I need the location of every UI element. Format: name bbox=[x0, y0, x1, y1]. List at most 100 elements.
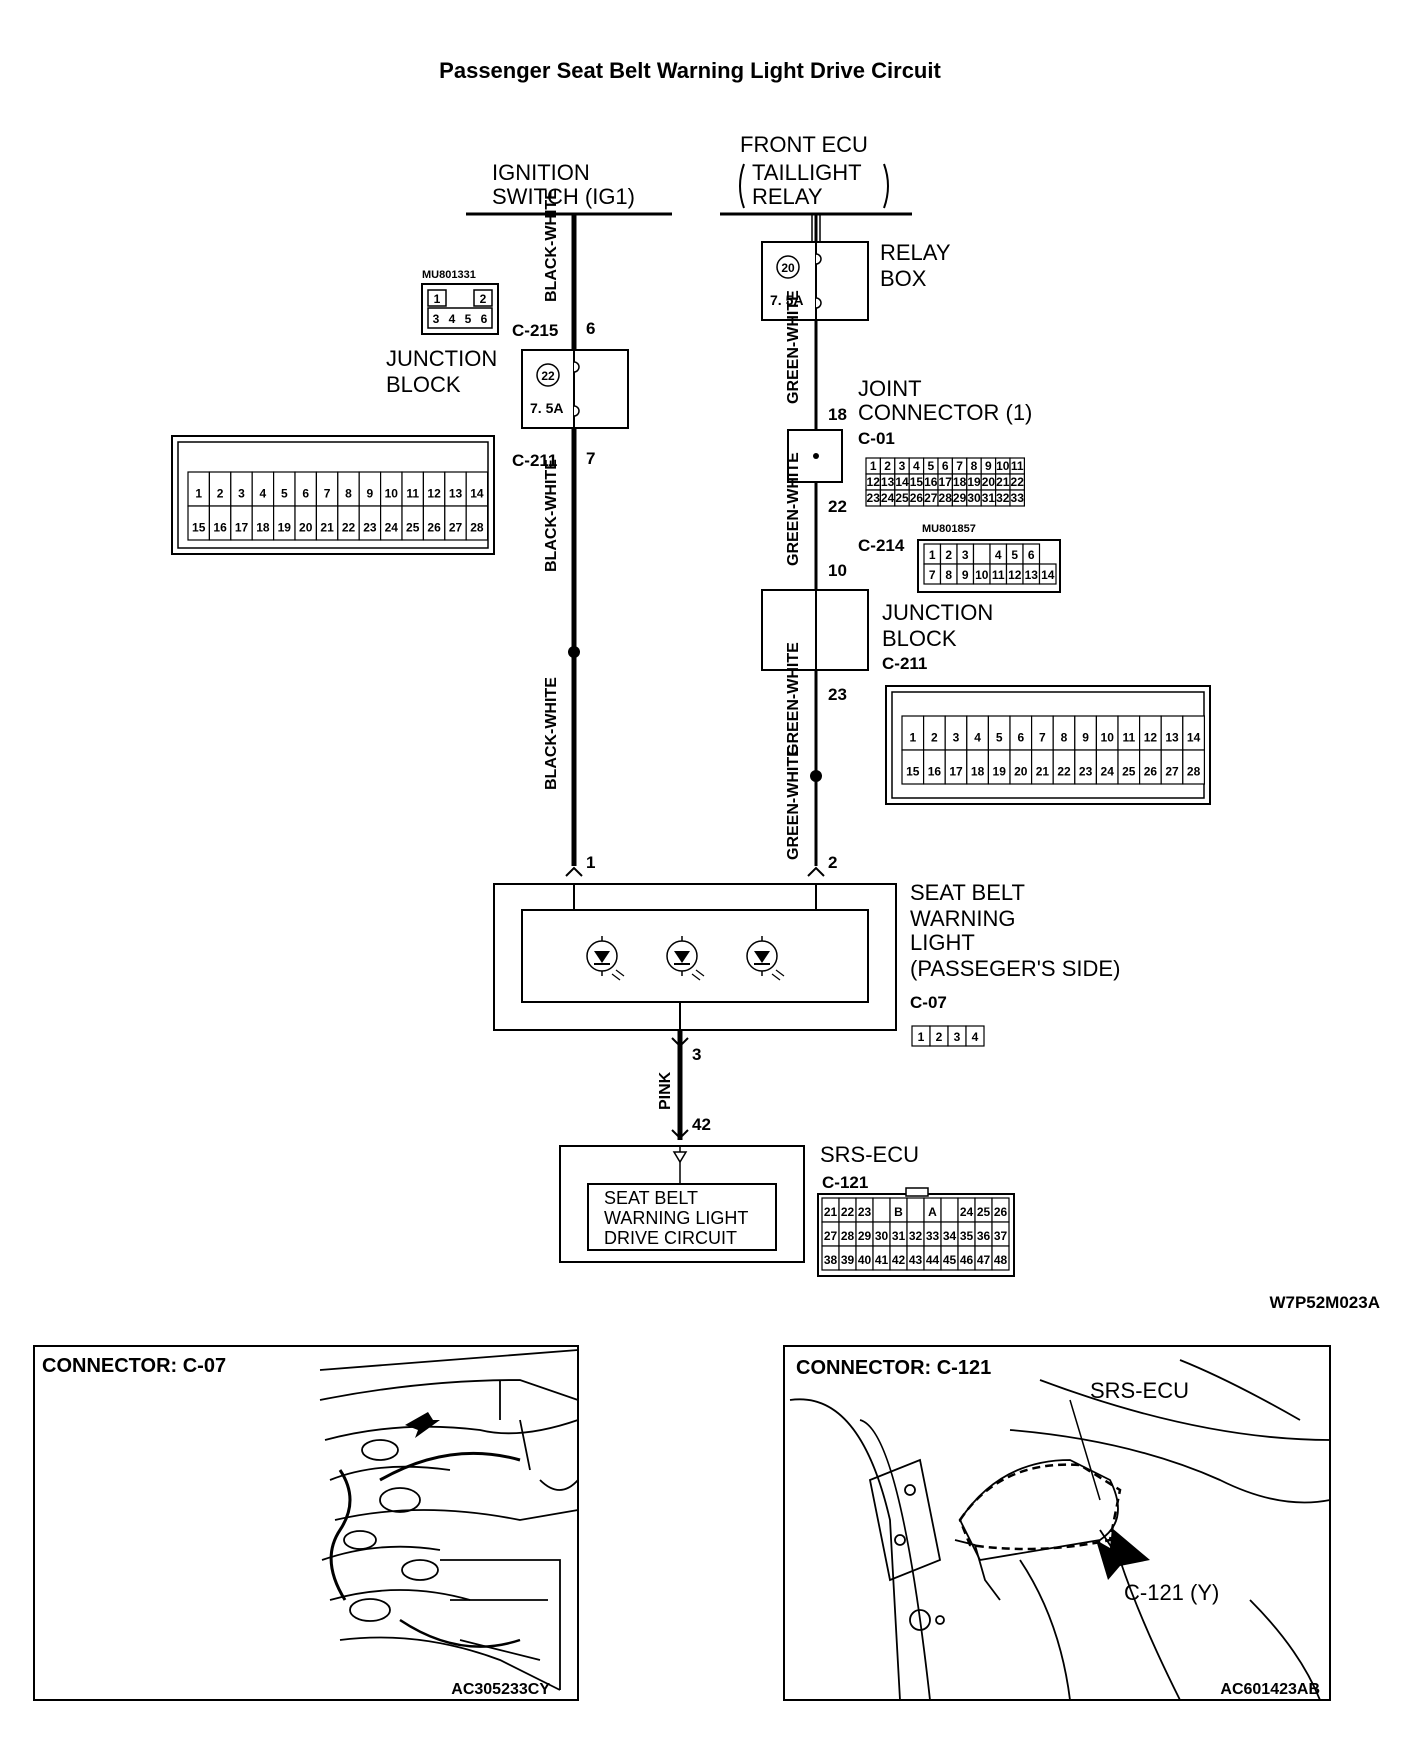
pin-label: 11 bbox=[1011, 459, 1024, 473]
pin-label: 3 bbox=[899, 459, 906, 473]
figure-code: W7P52M023A bbox=[1269, 1293, 1380, 1312]
pin-label: 25 bbox=[977, 1205, 991, 1219]
connector-c215-face: MU801331 1 2 3 4 5 6 bbox=[421, 269, 499, 335]
pin-label: 26 bbox=[910, 491, 924, 505]
svg-text:7. 5A: 7. 5A bbox=[530, 400, 563, 416]
pin-label: 32 bbox=[996, 491, 1010, 505]
pin-label: 21 bbox=[320, 521, 334, 535]
pin-label: 8 bbox=[971, 459, 978, 473]
srs-ecu: SEAT BELT WARNING LIGHT DRIVE CIRCUIT SR… bbox=[559, 1142, 919, 1263]
wire-label-gw-1: GREEN-WHITE bbox=[785, 290, 802, 404]
ignition-label-1: IGNITION bbox=[492, 160, 590, 185]
pin-label: 13 bbox=[449, 487, 463, 501]
pin-label: 15 bbox=[906, 765, 920, 779]
pin-label: 15 bbox=[192, 521, 206, 535]
svg-text:2: 2 bbox=[828, 853, 837, 872]
pin-label: 46 bbox=[960, 1253, 974, 1267]
svg-text:CONNECTOR (1): CONNECTOR (1) bbox=[858, 400, 1032, 425]
pin-label: 13 bbox=[881, 475, 895, 489]
wire-label-bw-1: BLACK-WHITE bbox=[543, 189, 560, 302]
pin-label: 33 bbox=[1011, 491, 1025, 505]
pin-label: 6 bbox=[302, 487, 309, 501]
pin-label: 19 bbox=[278, 521, 292, 535]
svg-text:42: 42 bbox=[692, 1115, 711, 1134]
pin-label: 28 bbox=[470, 521, 484, 535]
pin-label: 30 bbox=[875, 1229, 889, 1243]
pin-label: 10 bbox=[975, 568, 989, 582]
svg-text:WARNING LIGHT: WARNING LIGHT bbox=[604, 1208, 748, 1228]
wire-label-gw-2: GREEN-WHITE bbox=[785, 452, 802, 566]
pin-c215: 6 bbox=[586, 319, 595, 338]
pin-label: 14 bbox=[1041, 568, 1055, 582]
pin-label: 24 bbox=[1101, 765, 1115, 779]
pin-label: 8 bbox=[345, 487, 352, 501]
pin-label: 22 bbox=[1011, 475, 1025, 489]
pin-label: 28 bbox=[939, 491, 953, 505]
pin-label: 18 bbox=[953, 475, 967, 489]
pin-label: 17 bbox=[235, 521, 249, 535]
pin-label: 4 bbox=[913, 459, 920, 473]
svg-text:20: 20 bbox=[781, 261, 795, 275]
pin-label: 2 bbox=[217, 487, 224, 501]
pin-label: 9 bbox=[985, 459, 992, 473]
pin-label: 21 bbox=[1036, 765, 1050, 779]
pin-label: 14 bbox=[470, 487, 484, 501]
callout-c121: C-121 (Y) bbox=[1124, 1580, 1219, 1605]
relay-box-label-2: BOX bbox=[880, 266, 927, 291]
pin-label: 9 bbox=[1082, 731, 1089, 745]
pin-label: 27 bbox=[449, 521, 463, 535]
svg-text:1: 1 bbox=[586, 853, 595, 872]
connector-c211-right-label: C-211 bbox=[882, 654, 927, 673]
pin-label: 42 bbox=[892, 1253, 906, 1267]
pin-label: 1 bbox=[918, 1030, 925, 1044]
svg-text:WARNING: WARNING bbox=[910, 906, 1016, 931]
svg-text:SEAT BELT: SEAT BELT bbox=[604, 1188, 698, 1208]
pin-label: 8 bbox=[945, 568, 952, 582]
pin-label: 12 bbox=[1144, 731, 1158, 745]
svg-text:10: 10 bbox=[828, 561, 847, 580]
ignition-label-2: SWITCH (IG1) bbox=[492, 184, 635, 209]
pin-label: 20 bbox=[299, 521, 313, 535]
led-icon bbox=[666, 936, 705, 981]
led-icon bbox=[746, 936, 785, 981]
pin-label: 8 bbox=[1061, 731, 1068, 745]
pin-label: 34 bbox=[943, 1229, 957, 1243]
svg-text:SRS-ECU: SRS-ECU bbox=[820, 1142, 919, 1167]
seat-belt-warning-light: SEAT BELT WARNING LIGHT (PASSEGER'S SIDE… bbox=[493, 880, 1120, 1031]
pin-label: 3 bbox=[238, 487, 245, 501]
pin-label: 37 bbox=[994, 1229, 1008, 1243]
pin-label: 39 bbox=[841, 1253, 855, 1267]
pin-label: B bbox=[894, 1205, 903, 1219]
pin-label: 23 bbox=[858, 1205, 872, 1219]
pin-label: 24 bbox=[385, 521, 399, 535]
pin-label: 19 bbox=[993, 765, 1007, 779]
srs-ecu-outline bbox=[958, 1463, 1122, 1551]
junction-block-right: JUNCTION BLOCK C-211 23 bbox=[761, 589, 993, 704]
svg-text:3: 3 bbox=[692, 1045, 701, 1064]
pin-label: 18 bbox=[971, 765, 985, 779]
wire-label-bw-3: BLACK-WHITE bbox=[543, 677, 560, 790]
pin-label: 17 bbox=[939, 475, 953, 489]
svg-text:18: 18 bbox=[828, 405, 847, 424]
pin-label: 28 bbox=[1187, 765, 1201, 779]
connector-c07-label: C-07 bbox=[910, 993, 947, 1012]
pin-label: 3 bbox=[954, 1030, 961, 1044]
panel-c07-code: AC305233CY bbox=[451, 1681, 550, 1698]
junction-block-left-label-1: JUNCTION bbox=[386, 346, 497, 371]
svg-text:DRIVE CIRCUIT: DRIVE CIRCUIT bbox=[604, 1228, 737, 1248]
pin-label: 29 bbox=[858, 1229, 872, 1243]
pin-label: 21 bbox=[996, 475, 1010, 489]
pin-label: 21 bbox=[824, 1205, 838, 1219]
svg-text:FRONT ECU: FRONT ECU bbox=[740, 132, 868, 157]
pin-label: 5 bbox=[996, 731, 1003, 745]
svg-text:5: 5 bbox=[465, 312, 472, 326]
svg-text:LIGHT: LIGHT bbox=[910, 930, 975, 955]
pin-label: 11 bbox=[406, 487, 419, 501]
pin-label: 23 bbox=[363, 521, 377, 535]
connector-c01-label: C-01 bbox=[858, 429, 895, 448]
pin-label: 3 bbox=[953, 731, 960, 745]
wire-label-gw-4: GREEN-WHITE bbox=[785, 746, 802, 860]
svg-text:22: 22 bbox=[828, 497, 847, 516]
pin-label: 12 bbox=[427, 487, 441, 501]
